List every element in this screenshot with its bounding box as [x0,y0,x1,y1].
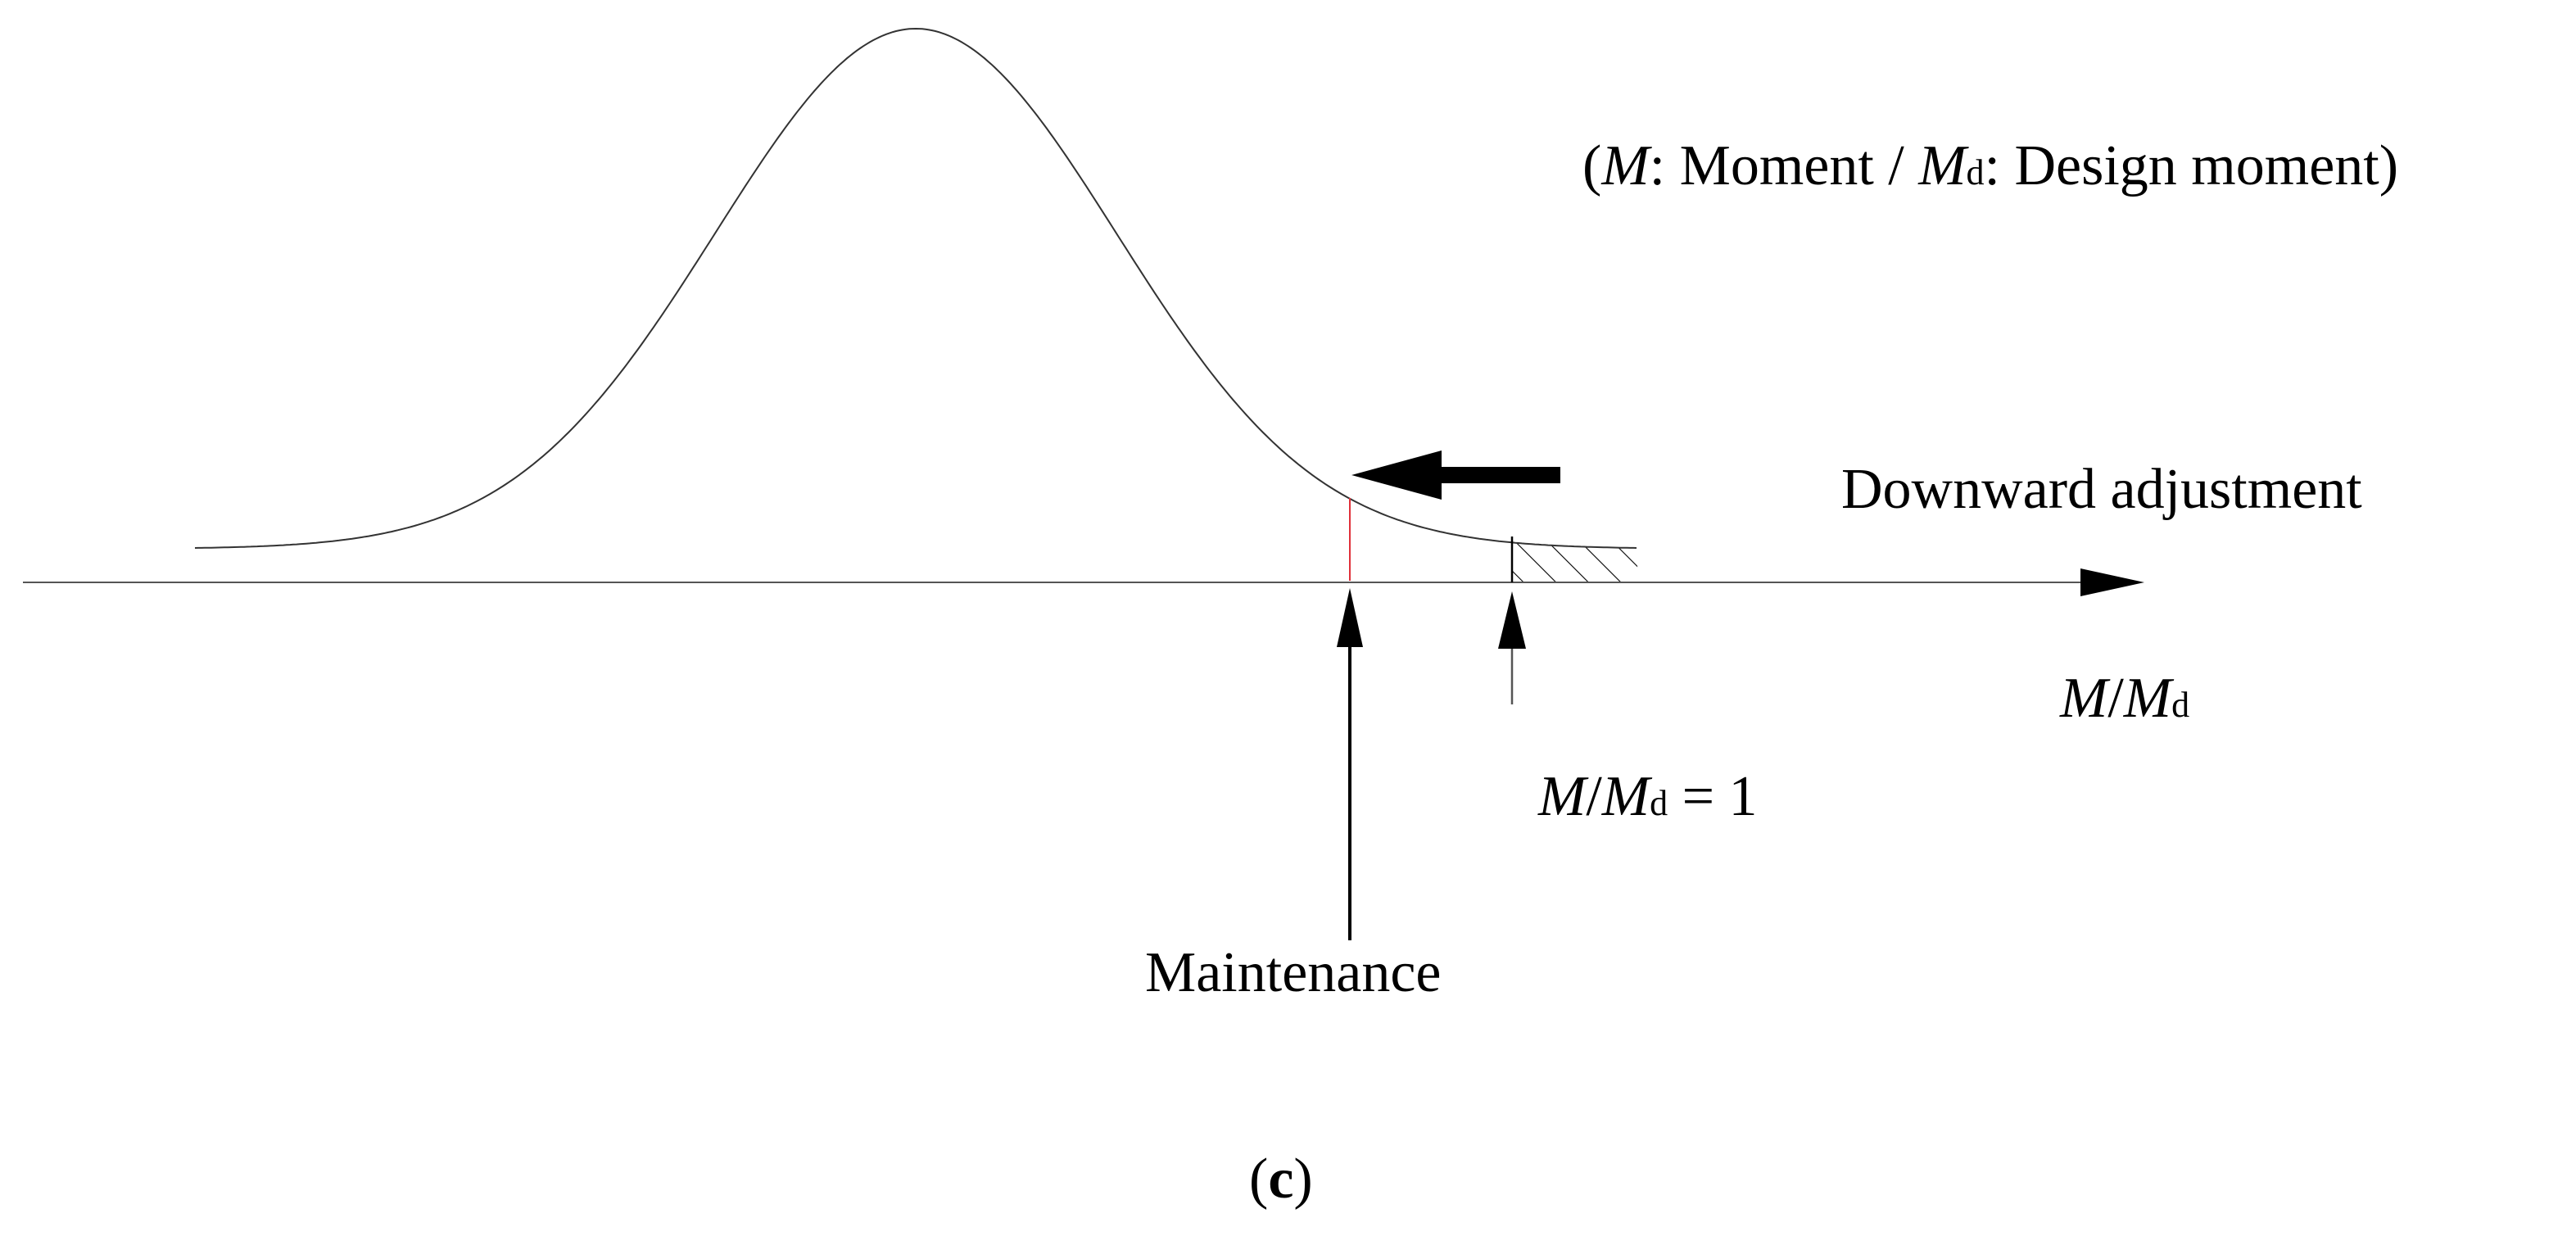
threshold-label-md: M [1601,765,1653,828]
legend-m-symbol: M [1600,134,1652,197]
legend-md-symbol: M [1917,134,1969,197]
legend-moment-text: : Moment / [1650,134,1919,197]
axis-arrowhead-icon [2080,568,2144,596]
threshold-label-subscript: d [1650,783,1668,823]
maintenance-up-arrow-icon [1337,588,1363,940]
threshold-label-m: M [1537,765,1589,828]
downward-adjustment-label: Downward adjustment [1841,458,2362,521]
exceedance-hatched-area [1512,542,1638,582]
downward-adjustment-arrow-icon [1351,450,1560,500]
probability-distribution-curve [194,27,1637,549]
legend-open-paren: ( [1582,134,1601,197]
panel-label-open: ( [1249,1148,1268,1211]
legend-design-text: : Design moment) [1985,134,2398,197]
panel-label-letter: c [1268,1148,1293,1211]
axis-label-subscript: d [2171,685,2189,725]
threshold-up-arrow-icon [1498,591,1526,704]
axis-label-m: M [2059,667,2111,730]
threshold-label-equals: = 1 [1668,765,1757,828]
maintenance-label: Maintenance [1145,941,1441,1004]
legend-text: (M: Moment / Md: Design moment) [1582,134,2398,197]
axis-label-md: M [2123,667,2175,730]
panel-label-close: ) [1293,1148,1312,1211]
axis-label-slash: / [2107,667,2124,730]
panel-label: (c) [1249,1148,1313,1211]
threshold-label: M/Md = 1 [1537,765,1758,828]
threshold-label-slash: / [1586,765,1602,828]
legend-md-subscript: d [1967,152,1985,192]
axis-label: M/Md [2059,667,2189,730]
